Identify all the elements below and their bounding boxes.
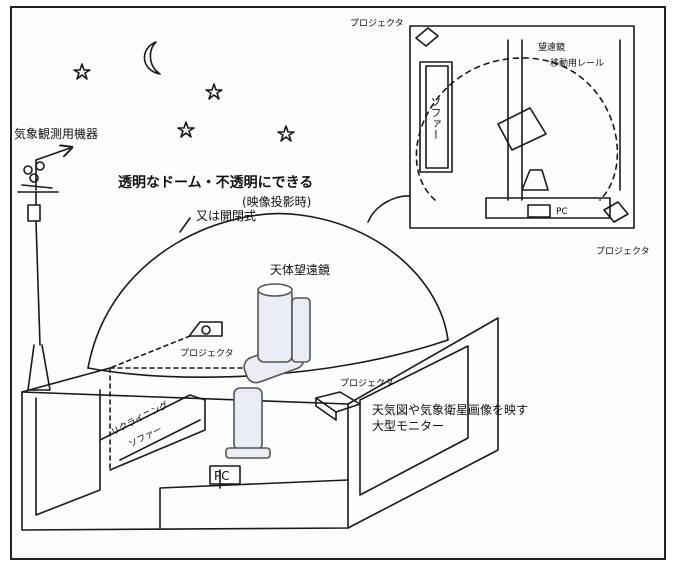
star-icon bbox=[177, 121, 195, 138]
star-icon bbox=[73, 63, 91, 80]
observation-room bbox=[21, 317, 499, 531]
plan-rail-label: 移動用レール bbox=[550, 59, 605, 69]
monitor-label-line2: 大型モニター bbox=[372, 419, 445, 433]
crescent-moon-icon bbox=[143, 41, 161, 75]
telescope bbox=[225, 283, 311, 459]
dome-description-line3: 又は開閉式 bbox=[196, 209, 257, 223]
dome-description-line2: (映像投影時) bbox=[242, 195, 312, 209]
star-icon bbox=[205, 83, 223, 100]
plan-sofa-label: ソファー bbox=[429, 96, 442, 140]
projector-label-room-right: プロジェクタ bbox=[340, 379, 394, 389]
telescope-label: 天体望遠鏡 bbox=[270, 263, 331, 277]
star-icon bbox=[277, 125, 295, 142]
monitor-label-line1: 天気図や気象衛星画像を映す bbox=[372, 403, 529, 417]
projector-label-room-left: プロジェクタ bbox=[180, 349, 234, 359]
plan-pc-label: PC bbox=[556, 207, 568, 217]
sketch-frame bbox=[10, 6, 666, 560]
plan-view bbox=[367, 25, 635, 229]
projector-label-plan-top: プロジェクタ bbox=[350, 19, 404, 29]
dome bbox=[87, 212, 449, 369]
projector-icon bbox=[315, 391, 361, 421]
projector-label-plan-bottom: プロジェクタ bbox=[596, 247, 650, 257]
projector-icon bbox=[189, 321, 223, 337]
dome-description-line1: 透明なドーム・不透明にできる bbox=[118, 175, 314, 191]
pc-icon bbox=[209, 465, 241, 485]
weather-instruments-label: 気象観測用機器 bbox=[14, 127, 99, 141]
plan-telescope-label: 望遠鏡 bbox=[538, 43, 566, 53]
room-pc-label: PC bbox=[214, 469, 230, 483]
weather-instrument-pole bbox=[17, 148, 70, 391]
